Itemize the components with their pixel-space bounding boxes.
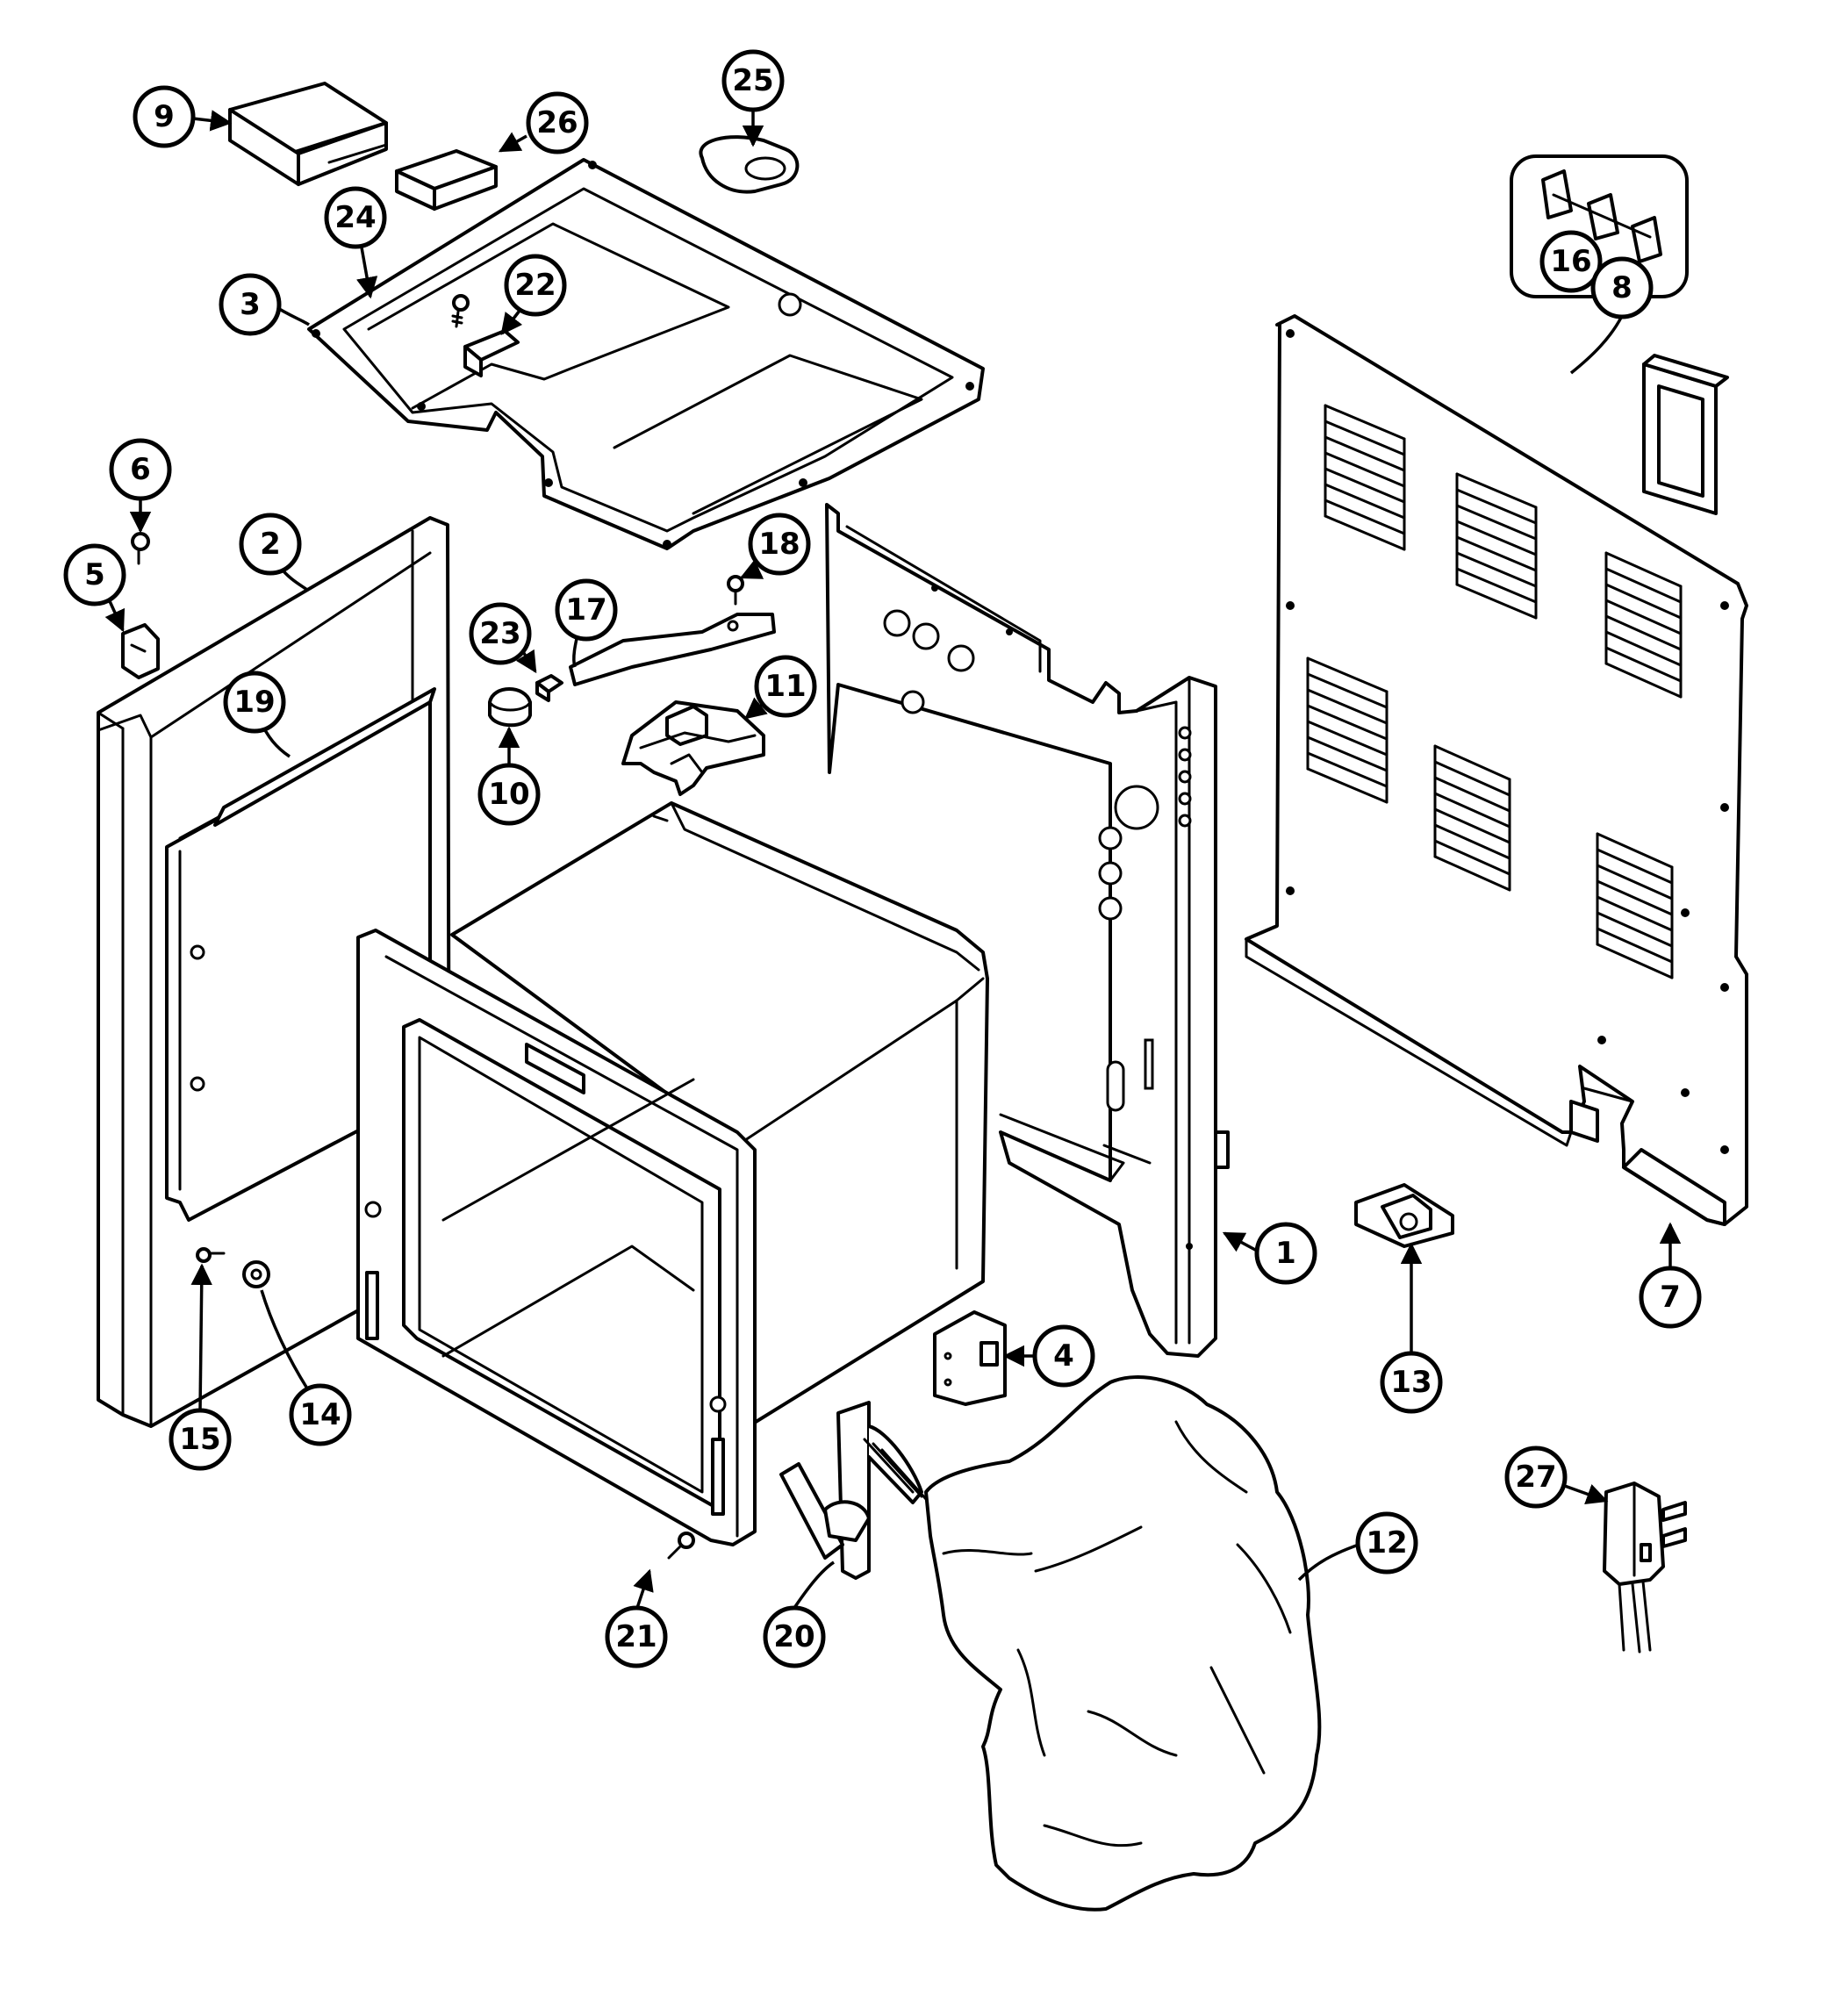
- callout-18: 18: [748, 513, 811, 576]
- callout-7-label: 7: [1660, 1280, 1681, 1315]
- part-17-lever: [569, 613, 776, 686]
- callout-17-label: 17: [565, 592, 606, 628]
- part-23-small-block: [535, 674, 563, 702]
- vent-group-6: [1596, 832, 1674, 979]
- part-12-insulation: [924, 1375, 1322, 1912]
- callout-24: 24: [324, 186, 387, 249]
- part-20-hinge: [779, 1401, 928, 1580]
- callout-2: 2: [239, 513, 302, 576]
- callout-27-label: 27: [1515, 1460, 1556, 1495]
- part-15-screw: [196, 1247, 226, 1263]
- callout-19: 19: [223, 671, 286, 734]
- callout-14: 14: [289, 1383, 352, 1446]
- vent-group-1: [1324, 404, 1406, 551]
- callout-4-label: 4: [1053, 1338, 1074, 1374]
- part-27-power-plug: [1603, 1482, 1687, 1654]
- callout-2-label: 2: [260, 527, 281, 562]
- callout-5-label: 5: [84, 557, 105, 592]
- callout-26: 26: [526, 91, 589, 154]
- part-11-latch: [621, 700, 765, 796]
- callout-5: 5: [63, 543, 126, 606]
- callout-12: 12: [1355, 1511, 1418, 1575]
- part-9-box: [228, 82, 388, 186]
- callout-1-label: 1: [1275, 1236, 1296, 1271]
- callout-8-label: 8: [1611, 270, 1632, 305]
- callout-27: 27: [1504, 1446, 1568, 1509]
- callout-10: 10: [477, 763, 541, 826]
- callout-3-label: 3: [240, 287, 261, 322]
- vent-group-5: [1433, 744, 1511, 892]
- callout-22-label: 22: [514, 268, 556, 303]
- callout-25-label: 25: [732, 63, 773, 98]
- callout-6-label: 6: [130, 452, 151, 487]
- callout-22: 22: [504, 254, 567, 317]
- part-14-plug: [242, 1260, 270, 1288]
- callout-25: 25: [721, 49, 785, 112]
- callout-20-label: 20: [773, 1619, 814, 1654]
- callout-17: 17: [555, 578, 618, 642]
- callout-16: 16: [1539, 230, 1603, 293]
- callout-15-label: 15: [179, 1422, 220, 1457]
- callout-21-label: 21: [615, 1619, 657, 1654]
- part-8-bracket: [1642, 354, 1729, 515]
- callout-14-label: 14: [299, 1397, 341, 1432]
- part-10-knob: [488, 687, 532, 728]
- callout-1: 1: [1254, 1222, 1317, 1285]
- part-22-switch: [463, 329, 520, 377]
- part-24-screw: [451, 294, 470, 328]
- callout-3: 3: [219, 273, 282, 336]
- callout-9-label: 9: [154, 99, 175, 134]
- part-1-right-side-panel: [825, 503, 1230, 1358]
- oven-cavity: [356, 801, 989, 1546]
- callout-23: 23: [469, 602, 532, 665]
- callout-16-label: 16: [1550, 244, 1591, 279]
- vent-group-3: [1604, 551, 1683, 699]
- part-26-bracket: [395, 149, 498, 211]
- part-21-screw: [667, 1532, 695, 1560]
- vent-group-2: [1455, 472, 1538, 620]
- callout-11-label: 11: [764, 669, 806, 704]
- callout-12-label: 12: [1366, 1525, 1407, 1560]
- callout-20: 20: [763, 1605, 826, 1668]
- callout-4: 4: [1032, 1324, 1095, 1388]
- part-5-clip: [121, 623, 160, 679]
- callout-13: 13: [1380, 1351, 1443, 1414]
- part-3-top-plate: [307, 158, 985, 550]
- callout-13-label: 13: [1390, 1365, 1432, 1400]
- part-4-bracket: [933, 1310, 1007, 1406]
- callout-11: 11: [754, 655, 817, 718]
- callout-7: 7: [1639, 1266, 1702, 1329]
- callout-26-label: 26: [536, 105, 578, 140]
- part-6-screw: [131, 532, 150, 565]
- callout-18-label: 18: [758, 527, 800, 562]
- vent-group-4: [1306, 656, 1389, 804]
- callout-19-label: 19: [233, 685, 275, 720]
- part-13-bracket: [1354, 1183, 1454, 1248]
- callout-8: 8: [1590, 256, 1654, 319]
- callout-6: 6: [109, 438, 172, 501]
- part-7-back-panel: [1245, 314, 1748, 1226]
- callout-10-label: 10: [488, 777, 529, 812]
- part-18-screw: [727, 575, 744, 606]
- callout-21: 21: [605, 1605, 668, 1668]
- callout-23-label: 23: [479, 616, 520, 651]
- callout-24-label: 24: [334, 200, 376, 235]
- callout-9: 9: [133, 85, 196, 148]
- callout-15: 15: [169, 1408, 232, 1471]
- part-25-oval-cap: [699, 135, 800, 194]
